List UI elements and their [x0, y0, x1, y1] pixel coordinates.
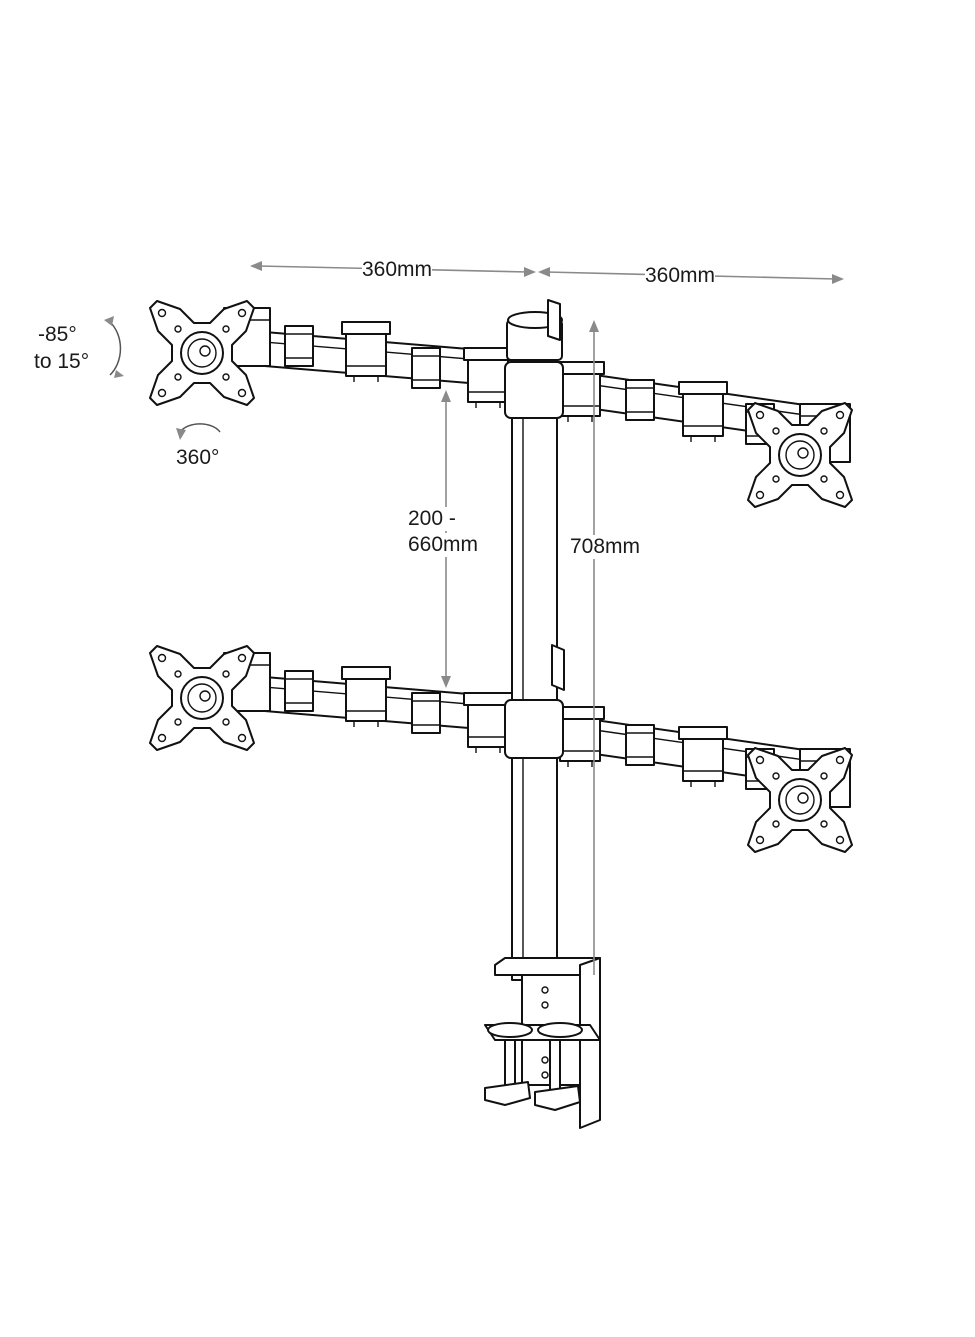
upper-collar: [504, 361, 564, 419]
tilt-arrow: [109, 321, 122, 376]
width-dimension: [250, 261, 844, 284]
pole-height-dimension: [589, 320, 599, 975]
swivel-label: 360°: [176, 446, 220, 469]
height-range-label-line1: 200 -: [408, 507, 456, 531]
pole-height-label: 708mm: [570, 535, 641, 559]
arm-left-length-label: 360mm: [362, 258, 433, 282]
lower-arm-level: [150, 646, 852, 852]
pole: [511, 319, 558, 981]
swivel-arrow: [179, 423, 221, 433]
height-range-label-line2: 660mm: [408, 533, 479, 557]
upper-arm-level: [150, 301, 852, 507]
arm-right-length-label: 360mm: [645, 264, 716, 288]
lower-collar: [504, 699, 564, 759]
desk-clamp: [484, 957, 601, 1129]
tilt-label-line2: to 15°: [34, 350, 90, 373]
tilt-label-line1: -85°: [38, 323, 77, 346]
